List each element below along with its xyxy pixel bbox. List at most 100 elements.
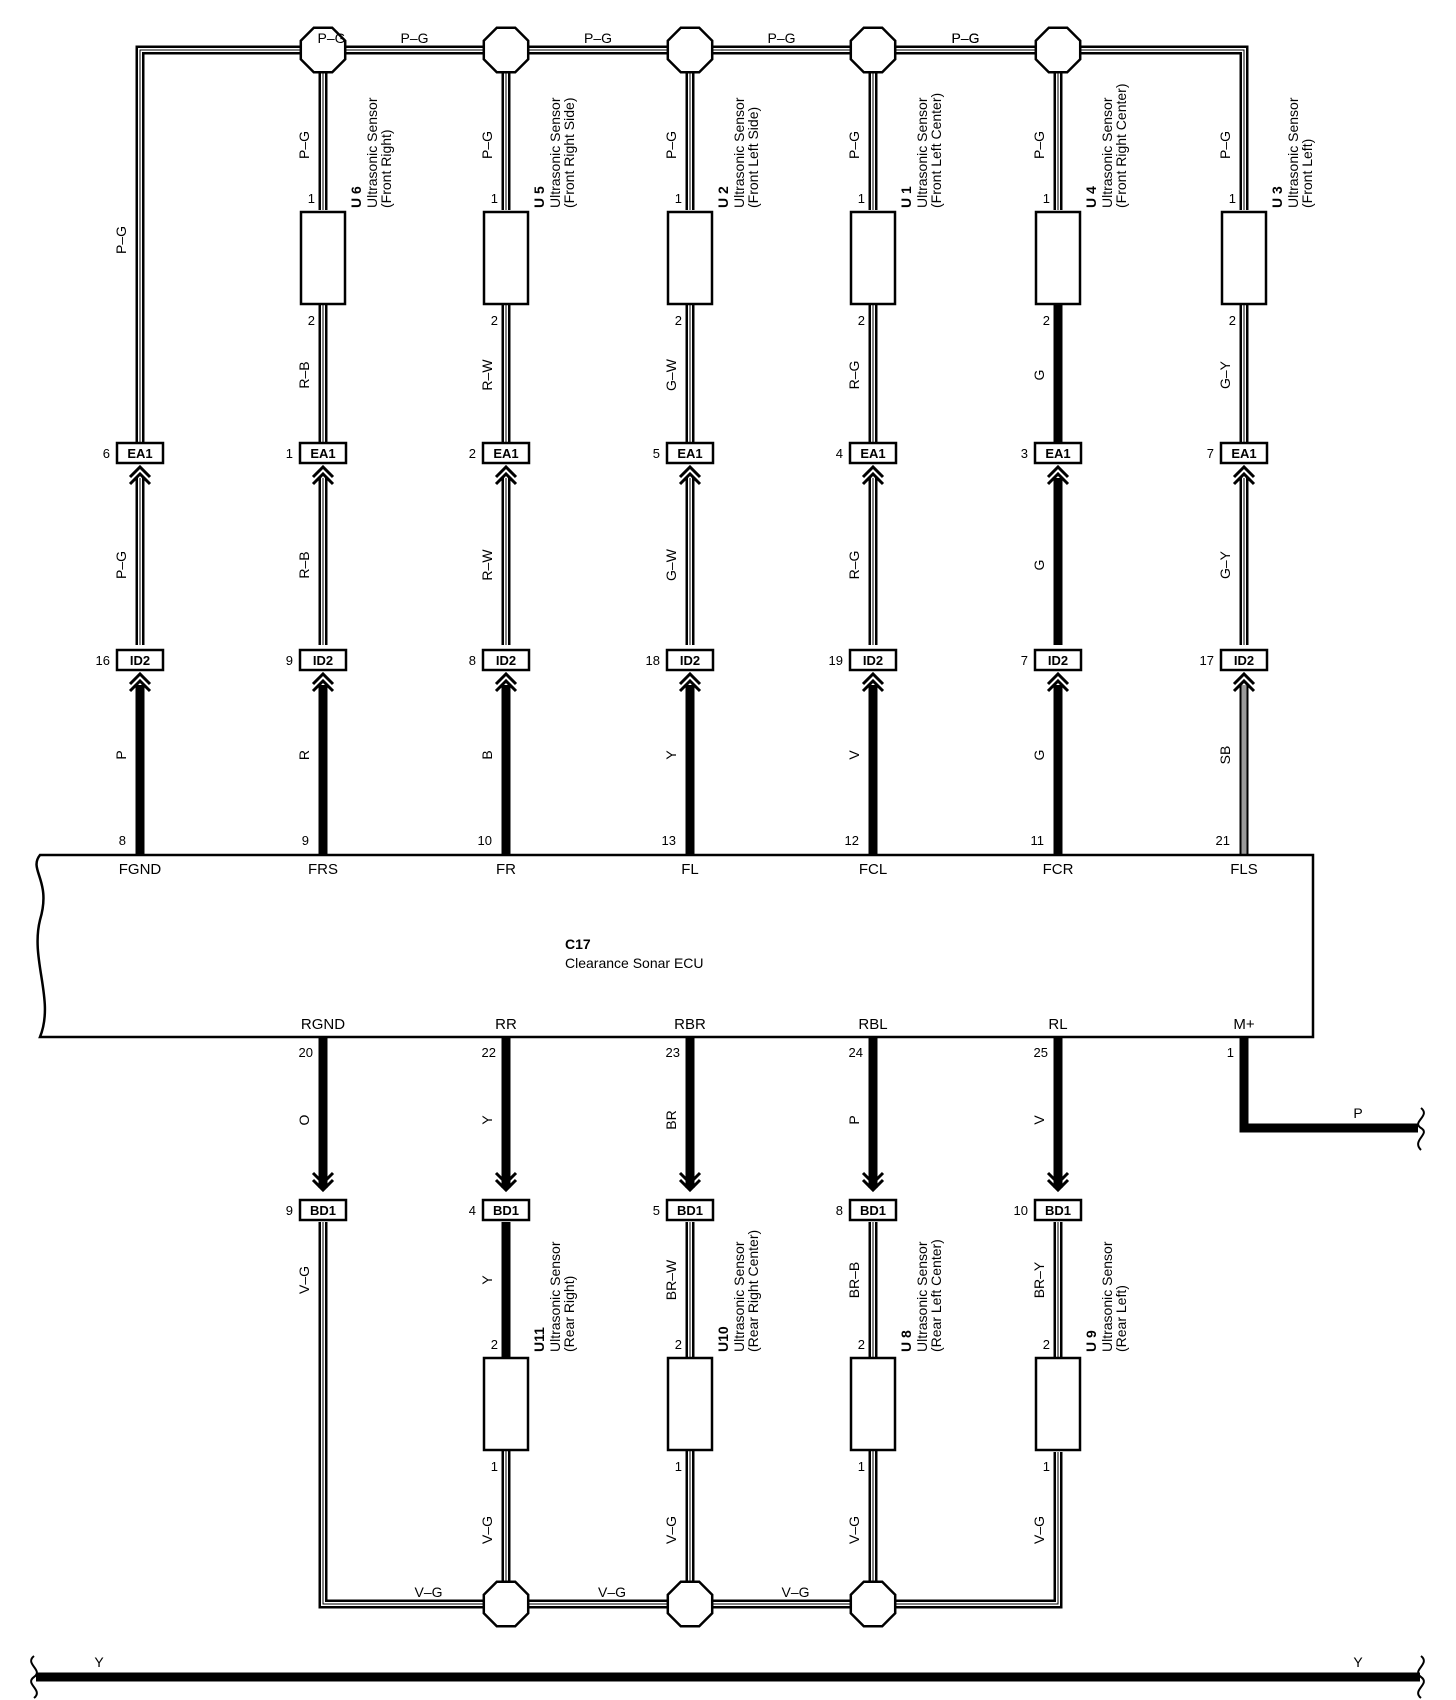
ea1-connector-box xyxy=(298,441,348,465)
ea1-connector-box xyxy=(1033,441,1083,465)
sensor-wire-color: R–G xyxy=(846,361,862,390)
id2-arrow-icon xyxy=(311,678,335,693)
bd1-arrow-icon xyxy=(311,1171,335,1186)
front-sensor-body xyxy=(299,210,347,306)
harness-wire-color: R–W xyxy=(479,549,495,581)
ea1-arrow-icon xyxy=(678,471,702,486)
ecu-rear-pin: 23 xyxy=(666,1045,680,1060)
bus-wire-color: P–G xyxy=(951,30,979,46)
ecu-rear-pin: 24 xyxy=(849,1045,863,1060)
sensor-rear-wire-color: BR–Y xyxy=(1031,1261,1047,1298)
id2-connector-label: ID2 xyxy=(680,653,700,668)
bus-wire-color: P–G xyxy=(767,30,795,46)
bus-wire-color: P–G xyxy=(584,30,612,46)
ecu-rear-pin: 22 xyxy=(482,1045,496,1060)
sensor-pin-1: 1 xyxy=(1229,191,1236,206)
sensor-name: Ultrasonic Sensor xyxy=(547,97,563,208)
sensor-wire-color: R–W xyxy=(479,359,495,391)
sensor-pin-2: 2 xyxy=(675,1337,682,1352)
sensor-code: U 8 xyxy=(898,1330,914,1352)
sensor-name: Ultrasonic Sensor xyxy=(1285,97,1301,208)
harness-wire-color: G–Y xyxy=(1217,550,1233,579)
ecu-pin: 11 xyxy=(1031,833,1045,848)
bd1-connector-box xyxy=(481,1198,531,1222)
bd1-connector-box xyxy=(848,1198,898,1222)
sensor-feed-color: P–G xyxy=(1031,131,1047,159)
sensor-feed-color: P–G xyxy=(479,131,495,159)
ecu-code: C17 xyxy=(565,936,591,952)
bd1-arrow-icon xyxy=(1046,1171,1070,1186)
ea1-connector-box xyxy=(848,441,898,465)
ea1-pin: 2 xyxy=(469,446,476,461)
sensor-name: Ultrasonic Sensor xyxy=(914,97,930,208)
ea1-connector-label: EA1 xyxy=(310,446,335,461)
id2-connector-label: ID2 xyxy=(496,653,516,668)
ea1-pin: 3 xyxy=(1021,446,1028,461)
bd1-pin: 8 xyxy=(836,1203,843,1218)
splice-icon xyxy=(849,1580,897,1628)
return-wire-color: V–G xyxy=(479,1516,495,1544)
id2-arrow-icon xyxy=(1232,671,1256,686)
ecu-pin: 10 xyxy=(478,833,492,848)
front-sensor-body xyxy=(849,210,897,306)
sensor-name: Ultrasonic Sensor xyxy=(731,1241,747,1352)
ea1-arrow-icon xyxy=(1232,464,1256,479)
bd1-arrow-icon xyxy=(678,1171,702,1186)
id2-arrow-icon xyxy=(1232,678,1256,693)
bus-bottom-tracer xyxy=(322,1222,873,1605)
ea1-arrow-icon xyxy=(311,471,335,486)
sensor-code: U 6 xyxy=(348,186,364,208)
id2-arrow-icon xyxy=(678,671,702,686)
ecu-terminal: FLS xyxy=(1230,861,1258,878)
bus-wire-color: V–G xyxy=(598,1584,626,1600)
id2-connector-box xyxy=(298,648,348,672)
sensor-pin-1: 1 xyxy=(1043,1459,1050,1474)
bd1-arrow-icon xyxy=(311,1178,335,1193)
sensor-pin-2: 2 xyxy=(308,313,315,328)
sensor-position: (Front Left Center) xyxy=(928,93,944,208)
sensor-code: U 2 xyxy=(715,186,731,208)
ecu-rear-terminal: RBR xyxy=(674,1016,706,1033)
id2-connector-box xyxy=(481,648,531,672)
ecu-terminal: FRS xyxy=(308,861,338,878)
sensor-rear-wire-color: BR–W xyxy=(663,1259,679,1300)
sensor-wire-color: G–W xyxy=(663,358,679,391)
sensor-wire-color: R–B xyxy=(296,361,312,388)
ea1-pin: 6 xyxy=(103,446,110,461)
ea1-arrow-icon xyxy=(128,471,152,486)
bus-bottom-core xyxy=(321,1222,873,1606)
id2-pin: 9 xyxy=(286,653,293,668)
ea1-arrow-icon xyxy=(861,464,885,479)
ecu-rear-wire-color: O xyxy=(296,1114,312,1125)
id2-pin: 7 xyxy=(1021,653,1028,668)
bus-wire-color: V–G xyxy=(414,1584,442,1600)
return-wire-color: V–G xyxy=(846,1516,862,1544)
mplus-pin: 1 xyxy=(1227,1045,1234,1060)
ecu-pin: 9 xyxy=(302,833,309,848)
id2-arrow-icon xyxy=(861,678,885,693)
ea1-arrow-icon xyxy=(311,464,335,479)
id2-connector-box xyxy=(848,648,898,672)
bd1-connector-label: BD1 xyxy=(493,1203,519,1218)
sensor-pin-1: 1 xyxy=(858,1459,865,1474)
rear-sensor-body xyxy=(849,1356,897,1452)
ecu-wire-color: P xyxy=(113,750,129,759)
ecu-terminal: FL xyxy=(681,861,699,878)
rear-sensor-body xyxy=(482,1356,530,1452)
sensor-position: (Front Right Side) xyxy=(561,98,577,208)
ea1-arrow-icon xyxy=(1046,464,1070,479)
sensor-pin-1: 1 xyxy=(858,191,865,206)
sensor-feed-color: P–G xyxy=(663,131,679,159)
ground-bus-color-left: Y xyxy=(94,1654,104,1670)
ea1-pin: 4 xyxy=(836,446,843,461)
id2-pin: 18 xyxy=(646,653,660,668)
ea1-connector-label: EA1 xyxy=(860,446,885,461)
sensor-position: (Rear Right) xyxy=(561,1276,577,1352)
ecu-rear-wire-color: Y xyxy=(479,1115,495,1125)
id2-arrow-icon xyxy=(1046,671,1070,686)
sensor-rear-wire-color: Y xyxy=(479,1275,495,1285)
ecu-rear-terminal: RL xyxy=(1048,1016,1067,1033)
ea1-connector-box xyxy=(1219,441,1269,465)
sensor-position: (Rear Left) xyxy=(1113,1285,1129,1352)
